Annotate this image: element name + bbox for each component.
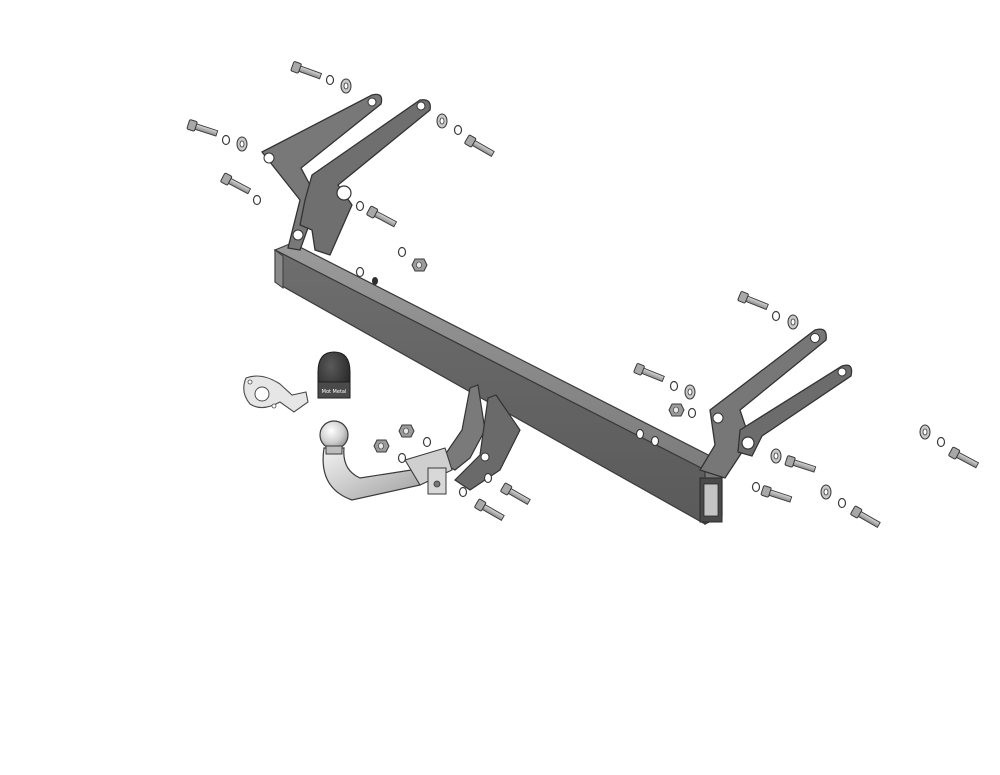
cap-brand-label: Mot Metal bbox=[322, 389, 347, 395]
ball-cap: Mot Metal bbox=[317, 351, 351, 399]
right-bracket-pair bbox=[699, 328, 853, 479]
main-crossbar bbox=[273, 242, 724, 526]
detachable-tow-ball bbox=[319, 420, 453, 501]
electrical-socket-plate bbox=[243, 375, 309, 413]
left-bracket-pair bbox=[261, 93, 431, 256]
